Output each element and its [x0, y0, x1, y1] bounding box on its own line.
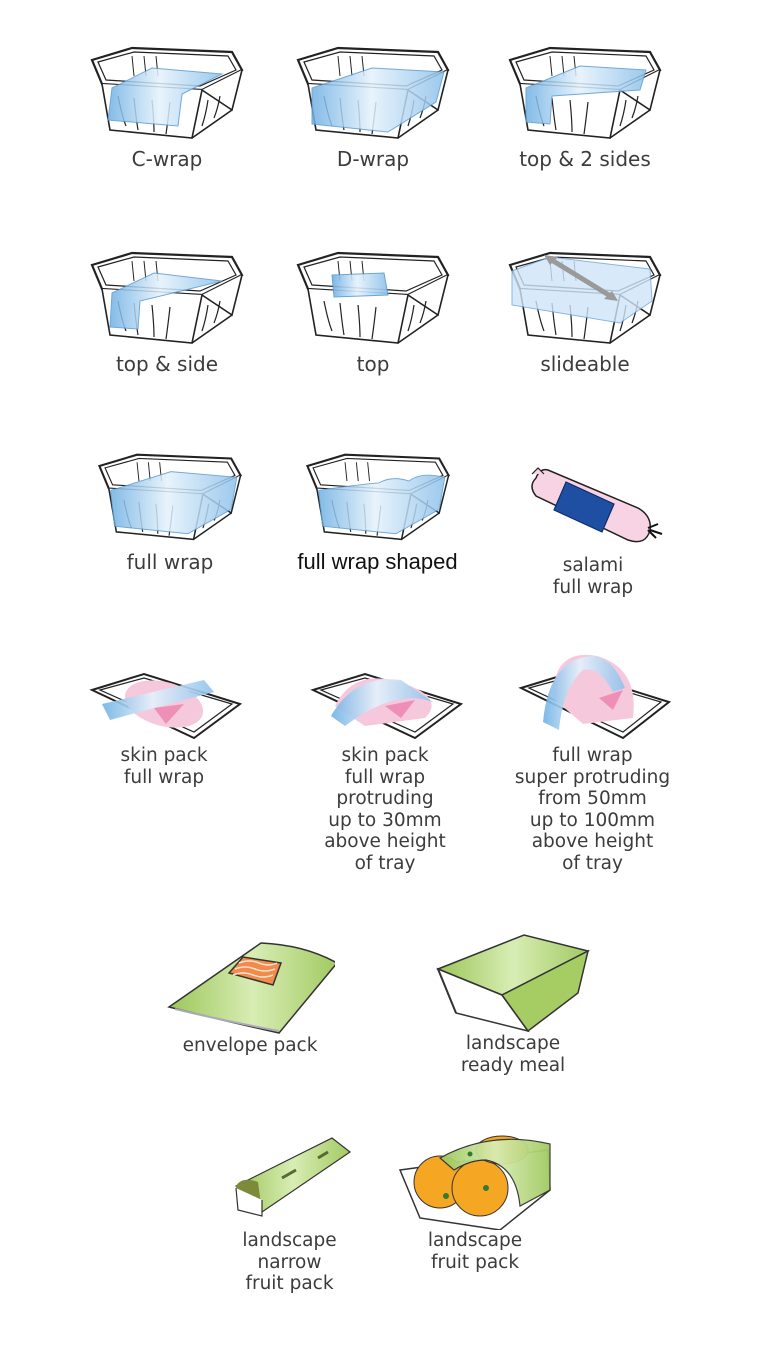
label-envelope-pack: envelope pack [182, 1035, 318, 1056]
label-top-side: top & side [115, 352, 219, 376]
label-skin-pack-protruding: skin pack full wrap protruding up to 30m… [324, 745, 446, 874]
label-skin-pack-full-wrap: skin pack full wrap [120, 745, 208, 788]
label-d-wrap: D-wrap [336, 147, 410, 171]
item-slideable: slideable [500, 245, 670, 375]
item-full-wrap-super-protruding: full wrap super protruding from 50mm up … [505, 648, 680, 874]
tray-band-icon [296, 46, 450, 140]
envelope-pack-icon [167, 942, 335, 1034]
ready-meal-sleeve-icon [435, 934, 591, 1033]
label-landscape-ready-meal: landscape ready meal [460, 1033, 566, 1076]
item-top: top [288, 245, 458, 375]
item-d-wrap: D-wrap [288, 40, 458, 170]
tray-shaped-band-icon [305, 453, 450, 541]
tray-band-icon [508, 46, 662, 140]
tray-slide-sleeve-icon [508, 251, 662, 345]
label-slideable: slideable [540, 352, 630, 376]
skin-pack-icon [517, 654, 671, 740]
item-full-wrap: full wrap [90, 445, 250, 573]
item-full-wrap-shaped: full wrap shaped [290, 445, 465, 573]
item-c-wrap: C-wrap [82, 40, 252, 170]
label-top-2-sides: top & 2 sides [519, 147, 651, 171]
label-landscape-fruit-pack: landscape fruit pack [427, 1230, 523, 1273]
item-landscape-fruit-pack: landscape fruit pack [390, 1130, 560, 1273]
item-top-2-sides: top & 2 sides [500, 40, 670, 170]
item-salami-full-wrap: salami full wrap [518, 460, 668, 598]
tray-top-label-icon [296, 251, 450, 345]
skin-pack-icon [310, 672, 464, 740]
label-landscape-narrow-fruit-pack: landscape narrow fruit pack [242, 1230, 337, 1294]
tray-band-icon [90, 46, 244, 140]
item-landscape-ready-meal: landscape ready meal [428, 933, 598, 1076]
label-c-wrap: C-wrap [131, 147, 203, 171]
label-top: top [356, 352, 390, 376]
salami-icon [531, 467, 663, 543]
tray-band-icon [90, 251, 244, 345]
item-landscape-narrow-fruit-pack: landscape narrow fruit pack [222, 1130, 357, 1295]
item-skin-pack-full-wrap: skin pack full wrap [84, 660, 244, 788]
item-top-side: top & side [82, 245, 252, 375]
label-full-wrap-super-protruding: full wrap super protruding from 50mm up … [514, 745, 671, 874]
label-full-wrap: full wrap [126, 550, 214, 574]
item-skin-pack-protruding: skin pack full wrap protruding up to 30m… [300, 660, 470, 874]
skin-pack-icon [89, 672, 243, 740]
tray-band-icon [98, 453, 242, 541]
label-salami-full-wrap: salami full wrap [552, 555, 634, 598]
fruit-pack-icon [398, 1135, 551, 1230]
item-envelope-pack: envelope pack [165, 935, 335, 1057]
label-full-wrap-shaped: full wrap shaped [297, 549, 458, 574]
narrow-fruit-sleeve-icon [234, 1137, 352, 1217]
